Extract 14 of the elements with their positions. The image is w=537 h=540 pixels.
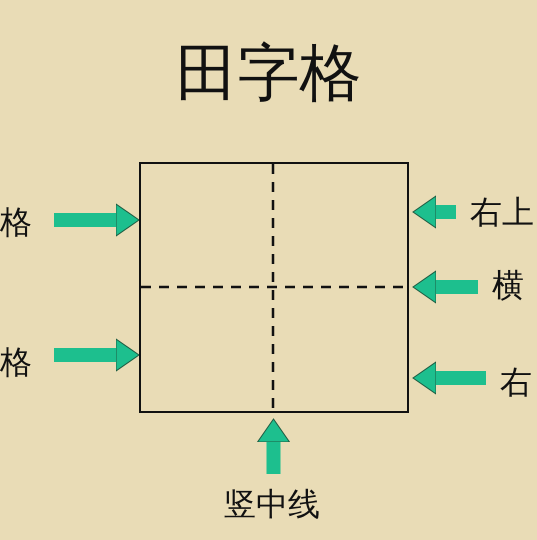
arrow	[412, 362, 486, 394]
arrow	[257, 418, 290, 474]
arrow	[412, 270, 478, 304]
arrow-label: 右	[500, 366, 534, 398]
arrow	[412, 196, 456, 228]
arrow-label: 格	[0, 346, 30, 378]
arrow-label: 右上	[470, 196, 536, 228]
arrow	[54, 204, 140, 236]
arrow	[54, 338, 140, 372]
title: 田字格	[174, 42, 362, 104]
arrow-label: 格	[0, 206, 30, 238]
grid-square	[139, 162, 409, 413]
arrow-label: 横	[492, 269, 526, 301]
arrow-label: 竖中线	[224, 488, 323, 522]
